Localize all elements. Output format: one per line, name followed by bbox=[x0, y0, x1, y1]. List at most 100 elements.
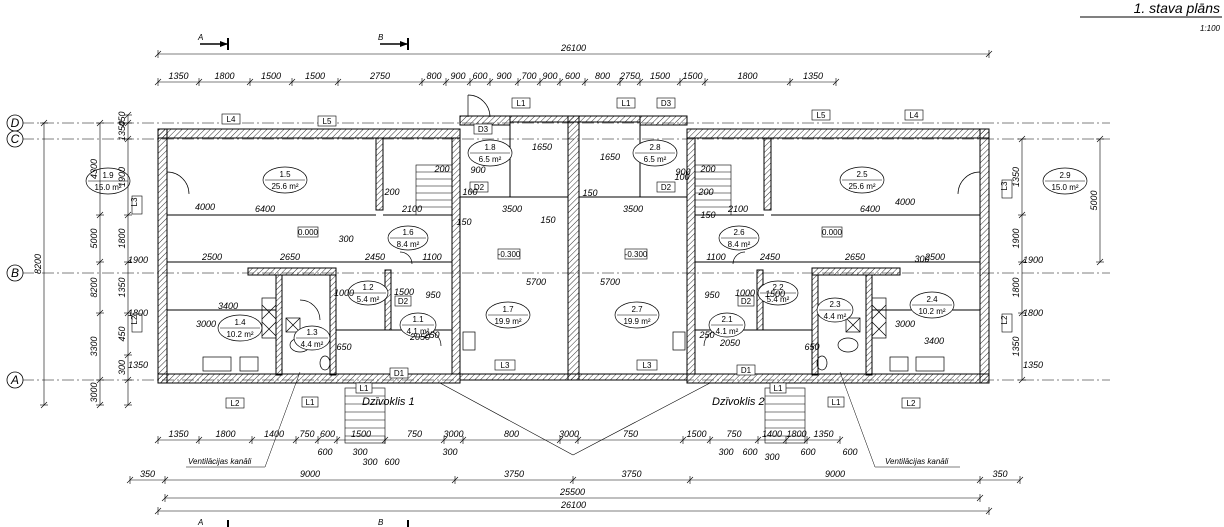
axis-bubble-b: B bbox=[6, 264, 24, 282]
dim-left-chain-6: 300 bbox=[117, 360, 127, 375]
opening-tags: L4 L5 L1 L1 L5 L4 D3 D3 L3 L2 L3 L2 L2 L… bbox=[130, 97, 1013, 409]
svg-text:2.6: 2.6 bbox=[733, 228, 745, 237]
dim-interior-34: 150 bbox=[456, 217, 471, 227]
dim-bottom-chain-6: 750 bbox=[407, 429, 422, 439]
dim-interior-20: 3000 bbox=[196, 319, 216, 329]
svg-text:4.4 m²: 4.4 m² bbox=[301, 340, 324, 349]
dim-bottom-mid-3: 3750 bbox=[621, 469, 641, 479]
dim-left-chain-0: 450 bbox=[117, 111, 127, 126]
dim-interior-19: 5700 bbox=[600, 277, 620, 287]
dim-top-chain-13: 2750 bbox=[619, 71, 640, 81]
exterior-walls bbox=[157, 115, 990, 384]
dim-bottom-sub-9: 600 bbox=[842, 447, 857, 457]
room-1-8: 1.8 6.5 m² bbox=[467, 139, 513, 167]
room-2-6: 2.6 8.4 m² bbox=[718, 225, 760, 251]
dim-interior-14: 3400 bbox=[218, 301, 238, 311]
svg-text:6.5 m²: 6.5 m² bbox=[479, 155, 502, 164]
dim-interior-26: 1350 bbox=[128, 360, 148, 370]
axis-bubble-a: A bbox=[6, 371, 24, 389]
svg-text:2.2: 2.2 bbox=[772, 283, 784, 292]
dim-interior-55: 250 bbox=[698, 330, 714, 340]
svg-text:A: A bbox=[10, 373, 19, 387]
dim-bottom-sub-5: 300 bbox=[718, 447, 733, 457]
dim-left-outer-4: 3000 bbox=[89, 382, 99, 402]
dim-top-chain-17: 1350 bbox=[803, 71, 823, 81]
svg-text:L4: L4 bbox=[227, 115, 236, 124]
svg-text:L2: L2 bbox=[231, 399, 240, 408]
dim-bottom-mid-5: 350 bbox=[992, 469, 1007, 479]
flat-1-label: Dzīvoklis 1 bbox=[362, 396, 415, 408]
room-1-7: 1.7 19.9 m² bbox=[485, 301, 531, 329]
dim-interior-9: 1100 bbox=[422, 252, 441, 262]
svg-text:L2: L2 bbox=[130, 315, 139, 324]
dim-interior-10: 1100 bbox=[706, 252, 725, 262]
level-marks: 0.000 0.000 -0.300 -0.300 bbox=[297, 226, 843, 260]
dim-interior-40: 900 bbox=[470, 165, 485, 175]
dim-left-outer-3: 3300 bbox=[89, 336, 99, 356]
svg-text:D2: D2 bbox=[741, 297, 752, 306]
dim-top-chain-9: 700 bbox=[521, 71, 536, 81]
dim-top-chain-8: 900 bbox=[496, 71, 511, 81]
dim-top-chain-16: 1800 bbox=[737, 71, 757, 81]
svg-text:15.0 m²: 15.0 m² bbox=[1051, 183, 1078, 192]
svg-text:15.0 m²: 15.0 m² bbox=[94, 183, 121, 192]
section-mark-b-top: B bbox=[378, 33, 409, 50]
dim-bottom-chain-10: 750 bbox=[623, 429, 638, 439]
svg-text:Ventilācijas kanāli: Ventilācijas kanāli bbox=[885, 457, 949, 466]
dim-interior-47: 1000 bbox=[735, 288, 755, 298]
svg-text:4.1 m²: 4.1 m² bbox=[407, 327, 430, 336]
dim-interior-46: 1000 bbox=[334, 288, 354, 298]
axis-grid bbox=[22, 122, 1110, 381]
section-mark-a-bottom: A bbox=[197, 518, 229, 527]
dim-bottom-chain-3: 750 bbox=[299, 429, 314, 439]
svg-text:B: B bbox=[11, 266, 19, 280]
flat-2-label: Dzīvoklis 2 bbox=[712, 396, 765, 408]
dim-top-chain-3: 1500 bbox=[305, 71, 325, 81]
svg-text:L5: L5 bbox=[323, 117, 332, 126]
dim-interior-54: 250 bbox=[423, 330, 439, 340]
room-1-2: 1.2 5.4 m² bbox=[347, 280, 389, 306]
svg-text:L5: L5 bbox=[817, 111, 826, 120]
svg-text:D1: D1 bbox=[394, 369, 405, 378]
room-2-4: 2.4 10.2 m² bbox=[909, 291, 955, 319]
dim-right-chain-3: 1350 bbox=[1011, 336, 1021, 356]
dim-left-outer-2: 8200 bbox=[89, 277, 99, 297]
dim-top-chain-6: 900 bbox=[450, 71, 465, 81]
svg-text:2.9: 2.9 bbox=[1059, 171, 1071, 180]
dim-left-outer-1: 5000 bbox=[89, 228, 99, 248]
dim-bottom-sub-1: 300 bbox=[362, 457, 377, 467]
axis-bubble-d: D bbox=[6, 114, 24, 132]
dim-interior-0: 6400 bbox=[255, 204, 275, 214]
svg-text:D: D bbox=[11, 116, 20, 130]
dim-interior-45: 1650 bbox=[600, 152, 620, 162]
svg-text:1.3: 1.3 bbox=[306, 328, 318, 337]
stairs bbox=[344, 164, 806, 456]
svg-text:D3: D3 bbox=[661, 99, 672, 108]
svg-text:25.6 m²: 25.6 m² bbox=[271, 182, 298, 191]
svg-text:2.8: 2.8 bbox=[649, 143, 661, 152]
dim-left-chain-1: 1350 bbox=[117, 121, 127, 141]
svg-text:4.1 m²: 4.1 m² bbox=[716, 327, 739, 336]
dim-interior-25: 1900 bbox=[1023, 255, 1043, 265]
svg-text:8.4 m²: 8.4 m² bbox=[397, 240, 420, 249]
svg-text:A: A bbox=[197, 518, 203, 527]
svg-text:0.000: 0.000 bbox=[822, 228, 843, 237]
dim-left-chain-4: 1350 bbox=[117, 277, 127, 297]
dim-interior-30: 200 bbox=[433, 164, 449, 174]
dim-interior-23: 1800 bbox=[1023, 308, 1043, 318]
dim-interior-5: 6400 bbox=[860, 204, 880, 214]
dim-interior-13: 2500 bbox=[924, 252, 945, 262]
dim-top-chain-0: 1350 bbox=[168, 71, 188, 81]
dim-top-chain-1: 1800 bbox=[214, 71, 234, 81]
room-1-5: 1.5 25.6 m² bbox=[262, 166, 308, 194]
dim-left-chain-3: 1800 bbox=[117, 228, 127, 248]
dim-interior-38: 100 bbox=[462, 187, 477, 197]
dim-bottom-sub-7: 300 bbox=[764, 452, 779, 462]
dim-interior-17: 4000 bbox=[895, 197, 915, 207]
dim-bottom-sub-2: 600 bbox=[384, 457, 399, 467]
dim-left-chain-5: 450 bbox=[117, 326, 127, 341]
svg-text:5.4 m²: 5.4 m² bbox=[767, 295, 790, 304]
svg-text:19.9 m²: 19.9 m² bbox=[623, 317, 650, 326]
dim-bottom-chain-0: 1350 bbox=[168, 429, 188, 439]
